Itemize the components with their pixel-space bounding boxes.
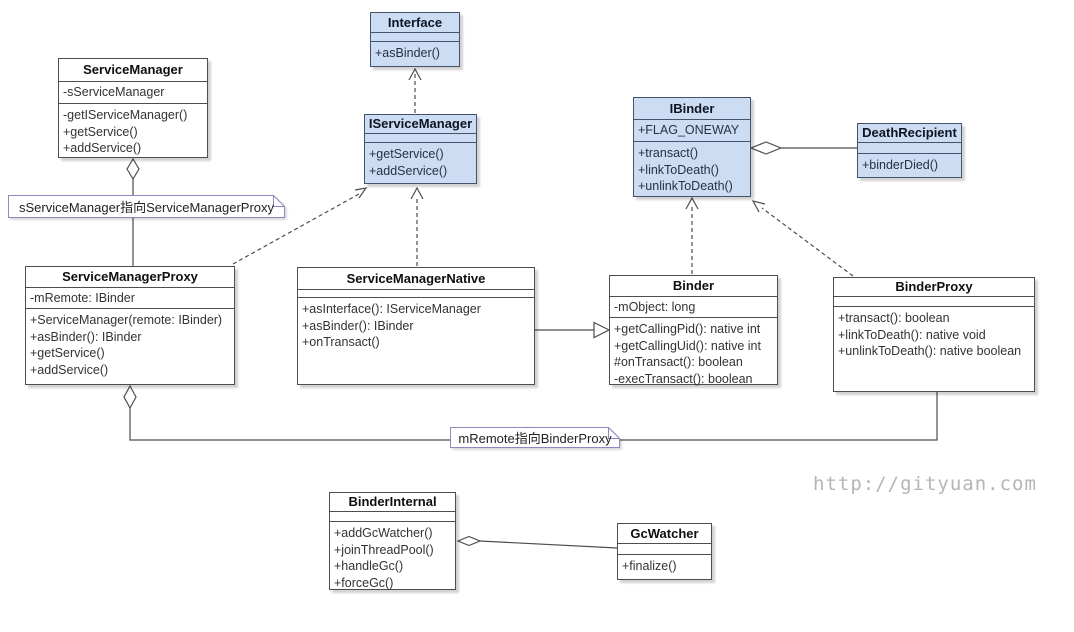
member-line: +ServiceManager(remote: IBinder) (30, 313, 223, 327)
class-ibinder: IBinder +FLAG_ONEWAY +transact() +linkTo… (633, 97, 751, 197)
member-line: +asBinder(): IBinder (302, 318, 414, 333)
open-arrowhead-icon (685, 196, 699, 210)
methods-compartment: +getCallingPid(): native int +getCalling… (610, 318, 777, 387)
member-line: -sServiceManager (63, 85, 165, 99)
class-iservicemanager: IServiceManager +getService() +addServic… (364, 114, 477, 184)
member-line: +asInterface(): IServiceManager (302, 302, 481, 316)
class-gcwatcher: GcWatcher +finalize() (617, 523, 712, 580)
open-arrowhead-icon (408, 67, 422, 81)
class-binderproxy: BinderProxy +transact(): boolean +linkTo… (833, 277, 1035, 392)
open-arrowhead-icon (354, 187, 368, 199)
note-mremote: mRemote指向BinderProxy (450, 427, 620, 448)
note-shape-icon (450, 427, 620, 448)
member-line: +linkToDeath(): native void (838, 327, 986, 342)
member-line: +addService() (30, 362, 109, 377)
methods-compartment: +transact(): boolean +linkToDeath(): nat… (834, 307, 1034, 391)
class-title: ServiceManagerNative (298, 268, 534, 290)
aggregation-diamond-icon (749, 141, 783, 155)
member-line: -getIServiceManager() (63, 108, 188, 122)
member-line: +getService() (369, 147, 444, 161)
methods-compartment: -getIServiceManager() +getService() +add… (59, 104, 207, 157)
methods-compartment: +asInterface(): IServiceManager +asBinde… (298, 298, 534, 384)
member-line: #onTransact(): boolean (614, 355, 743, 369)
attributes-compartment: +FLAG_ONEWAY (634, 120, 750, 142)
class-interface: Interface +asBinder() (370, 12, 460, 67)
attributes-compartment (858, 143, 961, 154)
member-line: +addService() (369, 163, 448, 178)
association-line-binderinternal-gcwatcher (479, 540, 618, 549)
methods-compartment: +transact() +linkToDeath() +unlinkToDeat… (634, 142, 750, 196)
attributes-compartment: -mRemote: IBinder (26, 288, 234, 309)
attributes-compartment (371, 33, 459, 42)
class-title: DeathRecipient (858, 124, 961, 143)
class-binder: Binder -mObject: long +getCallingPid(): … (609, 275, 778, 387)
note-text: sServiceManager指向ServiceManagerProxy (18, 200, 275, 215)
attributes-compartment (298, 290, 534, 298)
aggregation-diamond-icon (123, 384, 137, 410)
member-line: +joinThreadPool() (334, 542, 434, 557)
class-title: IServiceManager (365, 115, 476, 134)
member-line: +unlinkToDeath() (638, 179, 733, 193)
note-shape-icon (8, 195, 285, 218)
class-binderinternal: BinderInternal +addGcWatcher() +joinThre… (329, 492, 456, 590)
class-title: BinderProxy (834, 278, 1034, 297)
member-line: +asBinder(): IBinder (30, 329, 142, 344)
methods-compartment: +finalize() (618, 555, 711, 579)
aggregation-diamond-icon (456, 535, 482, 547)
class-servicemanagerproxy: ServiceManagerProxy -mRemote: IBinder +S… (25, 266, 235, 385)
attributes-compartment (365, 134, 476, 143)
open-arrowhead-icon (410, 186, 424, 200)
class-servicemanagernative: ServiceManagerNative +asInterface(): ISe… (297, 267, 535, 385)
class-title: Interface (371, 13, 459, 33)
member-line: +forceGc() (334, 575, 394, 590)
member-line: +finalize() (622, 559, 677, 573)
member-line: +getService() (30, 346, 105, 360)
member-line: +getCallingUid(): native int (614, 338, 761, 353)
member-line: +binderDied() (862, 158, 939, 172)
hollow-triangle-arrowhead-icon (593, 321, 611, 339)
realization-line-proxy-iservicemanager (232, 193, 360, 265)
member-line: -mObject: long (614, 300, 696, 314)
open-arrowhead-icon (751, 200, 766, 213)
methods-compartment: +asBinder() (371, 42, 459, 66)
member-line: +transact() (638, 146, 699, 160)
realization-line-binderproxy-ibinder (761, 207, 854, 277)
member-line: +FLAG_ONEWAY (638, 123, 740, 137)
member-line: +asBinder() (375, 46, 440, 60)
attributes-compartment (330, 512, 455, 522)
note-text: mRemote指向BinderProxy (458, 431, 612, 446)
methods-compartment: +addGcWatcher() +joinThreadPool() +handl… (330, 522, 455, 591)
member-line: +getCallingPid(): native int (614, 322, 761, 336)
watermark-text: http://gityuan.com (813, 473, 1037, 495)
methods-compartment: +getService() +addService() (365, 143, 476, 183)
attributes-compartment (834, 297, 1034, 307)
methods-compartment: +binderDied() (858, 154, 961, 177)
class-title: Binder (610, 276, 777, 297)
member-line: +transact(): boolean (838, 311, 950, 325)
class-title: BinderInternal (330, 493, 455, 512)
class-title: IBinder (634, 98, 750, 120)
note-sservicemanager: sServiceManager指向ServiceManagerProxy (8, 195, 285, 218)
member-line: +addGcWatcher() (334, 526, 433, 540)
member-line: +getService() (63, 124, 138, 139)
attributes-compartment (618, 544, 711, 555)
methods-compartment: +ServiceManager(remote: IBinder) +asBind… (26, 309, 234, 384)
member-line: +unlinkToDeath(): native boolean (838, 344, 1022, 358)
class-title: GcWatcher (618, 524, 711, 544)
attributes-compartment: -sServiceManager (59, 82, 207, 104)
member-line: -execTransact(): boolean (614, 371, 753, 386)
attributes-compartment: -mObject: long (610, 297, 777, 318)
class-title: ServiceManagerProxy (26, 267, 234, 288)
class-title: ServiceManager (59, 59, 207, 82)
member-line: +addService() (63, 141, 142, 155)
aggregation-diamond-icon (126, 157, 140, 181)
member-line: +linkToDeath() (638, 162, 719, 177)
member-line: +onTransact() (302, 335, 380, 349)
member-line: +handleGc() (334, 559, 404, 573)
class-servicemanager: ServiceManager -sServiceManager -getISer… (58, 58, 208, 158)
member-line: -mRemote: IBinder (30, 291, 135, 305)
class-deathrecipient: DeathRecipient +binderDied() (857, 123, 962, 178)
